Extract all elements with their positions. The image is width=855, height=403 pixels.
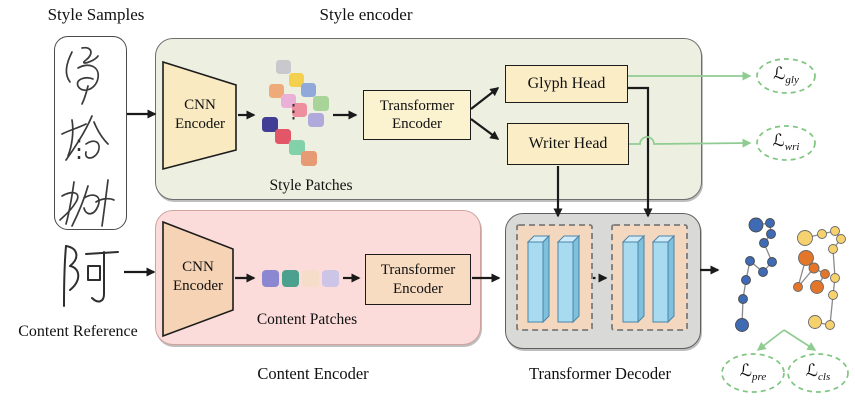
style-patch xyxy=(275,129,291,144)
loss-symbol: ℒ xyxy=(772,131,785,150)
transformer-decoder-label: Transformer Decoder xyxy=(529,364,671,383)
loss-symbol: ℒ xyxy=(805,361,819,380)
style-patch xyxy=(308,113,324,127)
decoder-column xyxy=(526,234,551,324)
arrow-writerhead-to-lwri xyxy=(628,136,752,148)
style-patch xyxy=(301,83,316,97)
loss-symbol: ℒ xyxy=(739,361,752,380)
handwritten-char-a xyxy=(63,245,119,307)
loss-ellipse-wri xyxy=(756,125,816,161)
loss-ellipse-gly xyxy=(756,58,816,94)
output-graph-blue xyxy=(735,217,777,332)
style-patch xyxy=(262,117,278,132)
loss-subscript: cls xyxy=(818,371,831,383)
arrow-glyphhead-to-decoder xyxy=(628,86,653,218)
flow-arrows xyxy=(124,86,720,283)
style-cnn-trapezoid xyxy=(162,60,237,171)
decoder-columns xyxy=(526,234,676,324)
content-patch xyxy=(302,270,319,287)
writer-head-box: Writer Head xyxy=(507,123,629,165)
loss-ellipse-cls xyxy=(787,353,849,393)
style-samples-label: Style Samples xyxy=(47,5,145,24)
loss-symbol: ℒ xyxy=(773,64,786,83)
style-patch xyxy=(276,60,291,74)
loss-ellipses xyxy=(721,58,849,393)
arrow-te-to-writerhead xyxy=(470,118,500,140)
loss-arrows xyxy=(628,71,817,351)
handwritten-char-zeng xyxy=(65,46,99,105)
arrow-output-to-lcls xyxy=(783,329,817,351)
decoder-column xyxy=(621,234,646,324)
content-patches-label: Content Patches xyxy=(256,311,358,328)
style-patch xyxy=(313,96,329,111)
content-cnn-trapezoid xyxy=(162,220,234,338)
style-patch xyxy=(292,103,307,117)
loss-ellipse-pre xyxy=(721,353,785,393)
vertical-ellipsis-patches: ⋮ xyxy=(284,102,303,123)
loss-label-pre: ℒpre xyxy=(740,361,767,383)
loss-subscript: pre xyxy=(751,371,767,383)
content-patches-group xyxy=(262,270,339,287)
content-transformer-encoder-box: Transformer Encoder xyxy=(365,254,471,305)
style-patches-label: Style Patches xyxy=(269,177,353,194)
content-reference-label: Content Reference xyxy=(18,323,138,340)
loss-subscript: gly xyxy=(785,74,799,86)
style-encoder-label: Style encoder xyxy=(319,5,413,24)
content-cnn-label: CNN Encoder xyxy=(173,259,223,294)
arrow-output-to-lpre xyxy=(756,329,785,351)
vertical-ellipsis-samples: ⋮ xyxy=(67,137,91,163)
content-encoder-label: Content Encoder xyxy=(257,364,369,383)
content-patch xyxy=(262,270,279,287)
output-graph-yellow-orange xyxy=(793,226,846,330)
style-cnn-label: CNN Encoder xyxy=(175,97,225,132)
handwritten-char-shu xyxy=(59,179,115,227)
style-patch xyxy=(289,73,304,87)
arrow-te-to-glyphhead xyxy=(470,87,500,110)
loss-label-cls: ℒcls xyxy=(806,361,830,383)
style-patch xyxy=(269,84,284,98)
style-patches-group xyxy=(262,60,329,166)
style-patch xyxy=(289,140,305,155)
style-transformer-encoder-box: Transformer Encoder xyxy=(363,90,471,140)
handwritten-char-song xyxy=(61,115,109,161)
decoder-column xyxy=(556,234,581,324)
decoder-column xyxy=(651,234,676,324)
loss-label-gly: ℒgly xyxy=(773,64,799,86)
handwritten-style-characters xyxy=(59,46,115,227)
loss-subscript: wri xyxy=(784,141,800,153)
style-patch xyxy=(301,151,317,166)
content-patch xyxy=(322,270,339,287)
loss-label-wri: ℒwri xyxy=(773,131,800,153)
glyph-head-box: Glyph Head xyxy=(505,65,628,103)
style-patch xyxy=(281,94,296,108)
content-patch xyxy=(282,270,299,287)
